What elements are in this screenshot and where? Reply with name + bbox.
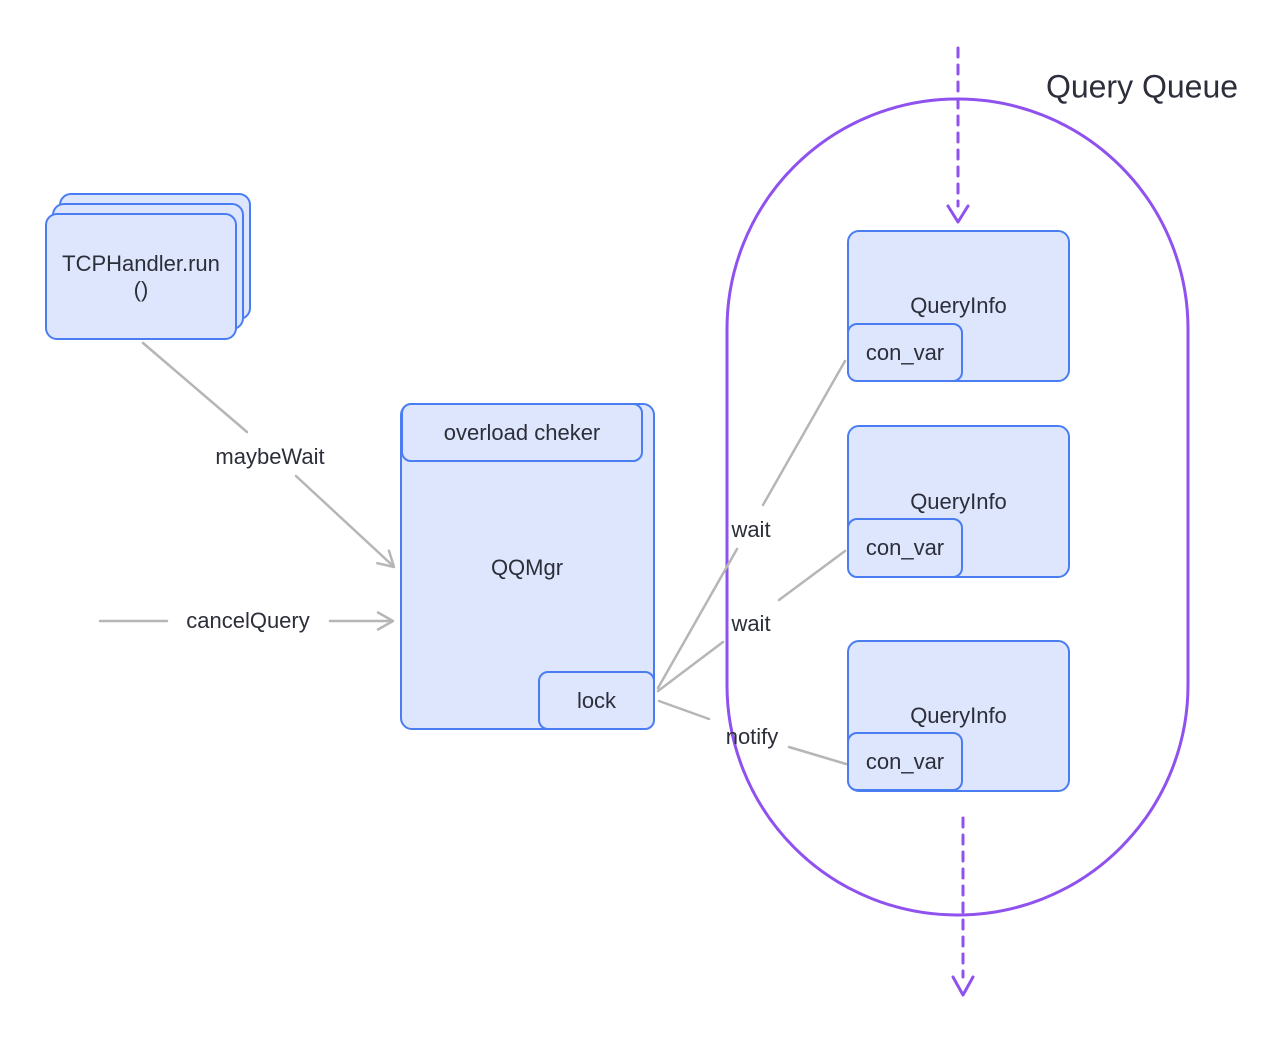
query-queue-title: Query Queue xyxy=(1045,68,1239,105)
con-var-node-1: con_var xyxy=(847,323,963,382)
notify-edge xyxy=(657,699,848,766)
edge-label-wait-1: wait xyxy=(731,517,771,542)
edge-label-maybewait: maybeWait xyxy=(215,444,325,469)
edge-label-notify: notify xyxy=(725,724,779,749)
lock-node: lock xyxy=(538,671,655,730)
queue-out-arrow xyxy=(951,816,975,997)
edge-label-cancelquery: cancelQuery xyxy=(186,608,310,633)
overload-checker-node: overload cheker xyxy=(401,403,643,462)
queryinfo-label-1: QueryInfo xyxy=(910,293,1007,318)
maybewait-edge xyxy=(141,341,396,569)
queue-in-arrow xyxy=(946,46,970,224)
tcp-handler-node: TCPHandler.run () xyxy=(45,213,237,340)
qqmgr-label: QQMgr xyxy=(490,555,564,580)
edge-label-wait-2: wait xyxy=(731,611,771,636)
con-var-node-3: con_var xyxy=(847,732,963,791)
queryinfo-label-3: QueryInfo xyxy=(910,703,1007,728)
wait-edge-1 xyxy=(656,359,847,690)
con-var-node-2: con_var xyxy=(847,518,963,578)
cancelquery-edge xyxy=(98,611,395,631)
tcp-handler-label: TCPHandler.run () xyxy=(62,250,220,302)
wait-edge-2 xyxy=(656,549,847,693)
queryinfo-label-2: QueryInfo xyxy=(910,488,1007,514)
